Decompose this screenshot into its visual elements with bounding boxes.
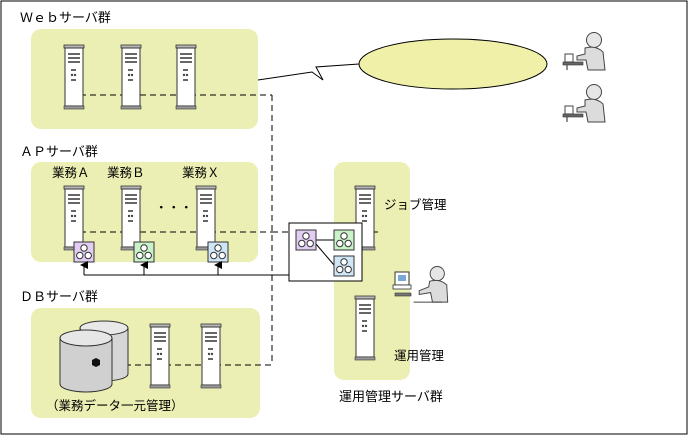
operator-user-icon — [413, 266, 449, 303]
operations-management-server-icon — [354, 295, 376, 361]
ap-server-icon — [195, 185, 217, 251]
db-group-label: ＤＢサーバ群 — [20, 290, 98, 305]
web-group-label: Ｗｅｂサーバ群 — [20, 11, 111, 26]
job-icon-purple — [295, 229, 317, 251]
ap-job-label-b: 業務Ｂ — [107, 165, 145, 180]
web-server-icon — [175, 44, 197, 110]
job-icon-purple — [73, 241, 95, 263]
web-server-icon — [120, 44, 142, 110]
db-caption: （業務データ一元管理） — [46, 398, 184, 413]
network-backbone — [80, 94, 380, 366]
ap-server-icon — [120, 185, 142, 251]
ap-server-icon — [63, 185, 85, 251]
job-icon-blue — [333, 255, 355, 277]
network-cloud — [358, 38, 548, 90]
job-icon-green — [333, 229, 355, 251]
operator-console-icon — [392, 271, 412, 297]
web-zone — [31, 29, 258, 129]
job-control-lines — [80, 261, 300, 276]
ops-group-label: 運用管理サーバ群 — [339, 390, 443, 405]
ap-group-label: ＡＰサーバ群 — [20, 145, 98, 160]
ops-zone — [334, 162, 410, 380]
ap-job-label-x: 業務Ｘ — [182, 165, 220, 180]
operations-management-label: 運用管理 — [394, 348, 445, 363]
db-server-icon — [149, 323, 171, 389]
db-server-icon — [200, 323, 222, 389]
database-storage-icon — [59, 320, 129, 393]
web-server-icon — [63, 44, 85, 110]
ap-job-label-a: 業務Ａ — [52, 165, 90, 180]
ap-job-ellipsis: ・・・ — [155, 200, 193, 215]
job-flow-lines — [315, 239, 335, 266]
network-link — [257, 63, 360, 81]
job-icon-green — [133, 241, 155, 263]
job-icon-blue — [207, 241, 229, 263]
job-management-label: ジョブ管理 — [384, 197, 447, 212]
